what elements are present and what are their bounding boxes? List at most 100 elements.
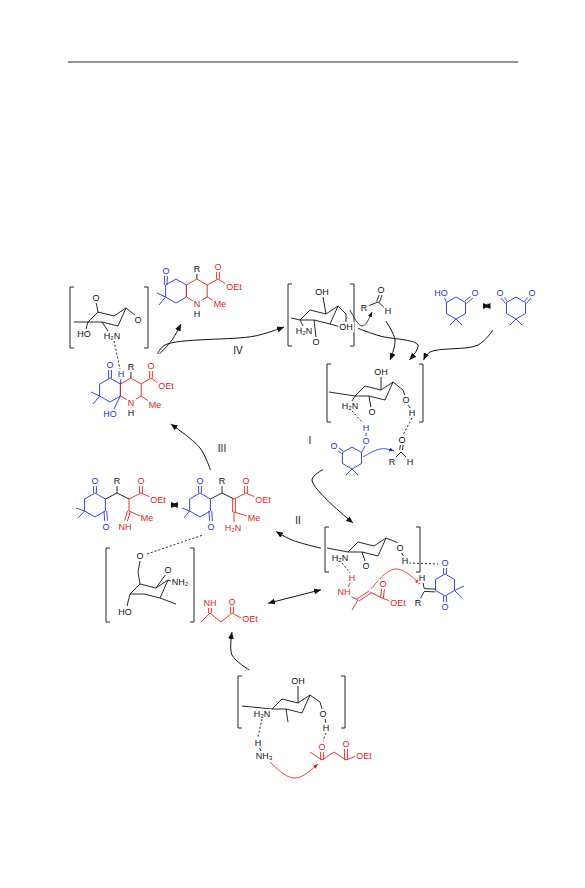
atom-label: R (193, 264, 202, 274)
atom-label: NH₂ (171, 577, 190, 587)
atom-label: O (440, 558, 449, 568)
molecule: OHH₂NOHO (286, 282, 356, 349)
bond-line (156, 574, 166, 588)
atom-label: H (401, 556, 410, 566)
bond-line (201, 613, 241, 622)
molecule: OHH₂NOOHHOOORH (325, 362, 425, 478)
bond-line (314, 320, 316, 337)
atom-label: O (395, 543, 404, 553)
atom-label: O (318, 709, 327, 719)
atom-label: O (136, 476, 145, 486)
atom-label: O (397, 435, 406, 445)
reaction-arrow (159, 324, 181, 354)
bond-line (350, 284, 354, 346)
bond-line (96, 302, 98, 312)
bond-line (446, 567, 447, 574)
atom-label: O (227, 597, 236, 607)
bond-line (323, 297, 326, 314)
bond-line (210, 493, 234, 499)
step-label: IV (232, 345, 243, 356)
bond-line (86, 322, 88, 329)
bond-line (342, 563, 350, 573)
molecule: OHROOEtNHMeHO (78, 356, 178, 422)
bond-line (416, 527, 420, 572)
reaction-arrow (312, 470, 353, 523)
atom-label: OEt (149, 495, 167, 505)
bond-line (106, 511, 108, 521)
bond-line (381, 377, 382, 390)
bond-line (258, 719, 262, 737)
atom-label: O (495, 288, 504, 298)
bond-line (244, 486, 245, 493)
atom-label: R (113, 476, 122, 486)
atom-label: H (127, 408, 136, 418)
bond-line (355, 382, 393, 400)
reaction-arrow (157, 327, 284, 354)
bond-line (216, 272, 217, 279)
bond-line (510, 319, 516, 325)
bond-line (435, 574, 454, 596)
bond-line (339, 448, 344, 452)
bond-line (129, 493, 150, 499)
atom-label: H (348, 573, 357, 583)
bond-line (111, 370, 112, 378)
bond-line (91, 392, 100, 396)
bond-line (88, 308, 126, 326)
bond-line (147, 535, 203, 554)
bond-line (164, 276, 165, 285)
reaction-arrow (268, 590, 321, 604)
bond-line (93, 396, 100, 404)
atom-label: O (91, 293, 100, 303)
electron-arrow (371, 569, 420, 589)
atom-label: OEt (389, 598, 407, 608)
bond-line (383, 589, 384, 598)
bond-line (234, 493, 255, 499)
bond-line (286, 709, 288, 722)
bond-line (310, 695, 322, 709)
electron-arrow (363, 449, 394, 457)
bond-line (298, 686, 299, 703)
atom-label: Me (140, 513, 155, 523)
atom-label: H₂N (331, 553, 350, 563)
bond-line (362, 446, 366, 453)
bond-line (506, 297, 525, 319)
bond-line (409, 563, 438, 564)
molecule: OONH₂HO (104, 548, 196, 624)
bond-line (327, 364, 331, 422)
atom-label: HO (76, 329, 92, 339)
atom-label: Me (247, 513, 262, 523)
atom-label: O (376, 285, 385, 295)
bond-line (419, 364, 423, 422)
bond-line (129, 499, 140, 516)
bond-line (341, 676, 345, 728)
atom-label: O (241, 476, 250, 486)
bond-line (117, 486, 118, 493)
atom-label: O (135, 551, 144, 561)
atom-label: O (527, 288, 536, 298)
atom-label: O (361, 561, 370, 571)
atom-label: O (361, 436, 370, 446)
reaction-arrow (484, 306, 490, 307)
molecule: HOO (431, 284, 482, 328)
atom-label: R (414, 598, 423, 608)
bond-line (182, 508, 190, 511)
reaction-arrow (276, 531, 321, 548)
bond-line (144, 287, 148, 348)
bond-line (359, 593, 371, 601)
bond-line (198, 486, 199, 493)
bond-line (74, 322, 88, 323)
bond-line (102, 322, 108, 331)
atom-label: H (193, 309, 202, 319)
atom-label: H₂N (224, 523, 243, 533)
molecule: OHH₂NOHHNH₃OOOEt (236, 672, 378, 767)
bond-line (329, 392, 355, 396)
atom-label: HO (117, 607, 133, 617)
bond-line (424, 591, 436, 593)
bond-line (108, 370, 109, 378)
bond-line (207, 279, 226, 285)
atom-label: H (418, 573, 427, 583)
atom-label: OEt (241, 614, 259, 624)
bond-line (211, 511, 213, 521)
